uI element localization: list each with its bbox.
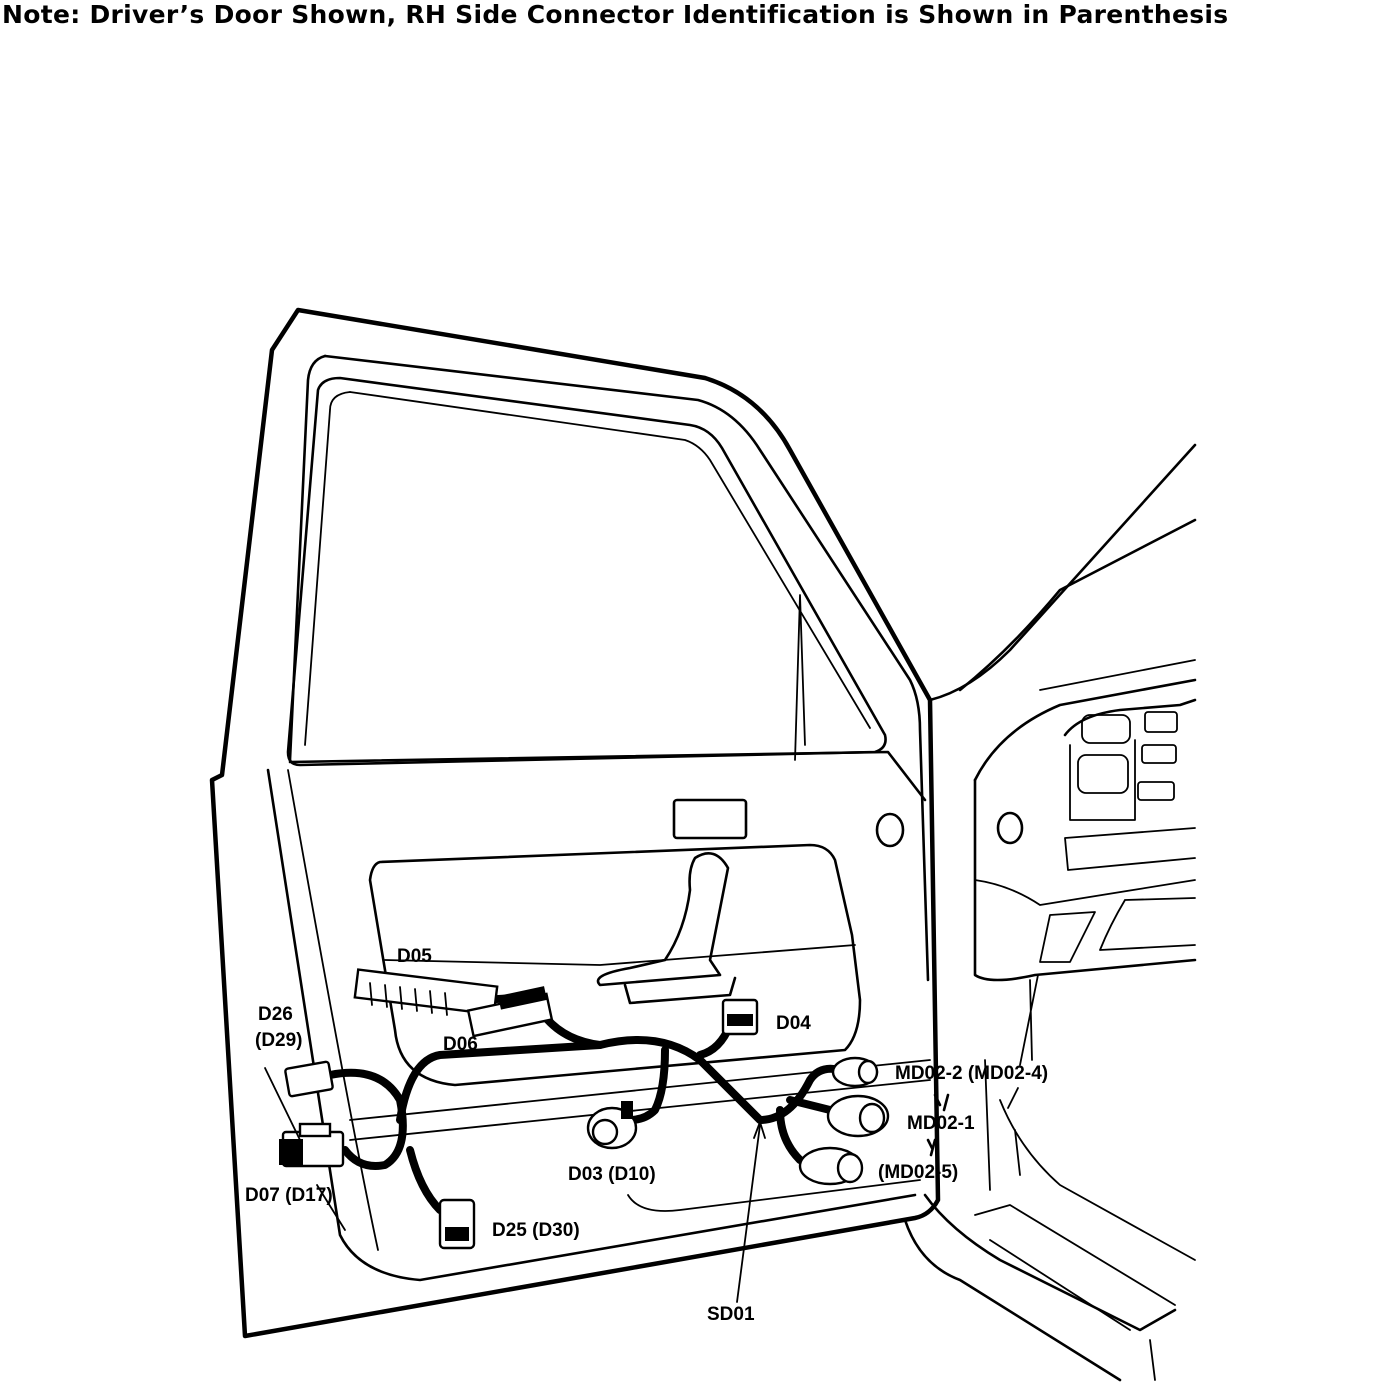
label-d07: D07 (D17) xyxy=(245,1185,333,1206)
note-text: Note: Driver’s Door Shown, RH Side Conne… xyxy=(2,0,1229,29)
wiring-harness xyxy=(326,981,844,1214)
label-d04: D04 xyxy=(776,1013,811,1034)
label-md02-2: MD02-2 (MD02-4) xyxy=(895,1063,1048,1084)
label-d29: (D29) xyxy=(255,1030,303,1051)
label-d05: D05 xyxy=(397,946,432,967)
label-md02-1: MD02-1 xyxy=(907,1113,975,1134)
vehicle-body xyxy=(903,443,1197,1382)
connector-md02-5 xyxy=(798,1146,864,1186)
connector-d06 xyxy=(466,986,554,1038)
connector-d03 xyxy=(586,1101,638,1150)
connector-labels: D05 D26 (D29) D06 D04 MD02-2 (MD02-4) MD… xyxy=(245,946,1048,1325)
connector-d25 xyxy=(438,1198,476,1250)
connector-d26 xyxy=(284,1060,334,1098)
door-outline xyxy=(209,307,941,1339)
leader-lines xyxy=(264,1067,1019,1303)
connector-md02-1 xyxy=(826,1094,890,1138)
label-d06: D06 xyxy=(443,1034,478,1055)
connector-d05 xyxy=(353,968,499,1016)
label-d03: D03 (D10) xyxy=(568,1164,656,1185)
label-d26: D26 xyxy=(258,1004,293,1025)
connector-d04 xyxy=(721,998,759,1036)
label-sd01: SD01 xyxy=(707,1304,755,1325)
connector-d07 xyxy=(279,1122,345,1168)
connector-md02-2 xyxy=(831,1056,879,1088)
label-md02-5: (MD02-5) xyxy=(878,1162,958,1183)
label-d25: D25 (D30) xyxy=(492,1220,580,1241)
